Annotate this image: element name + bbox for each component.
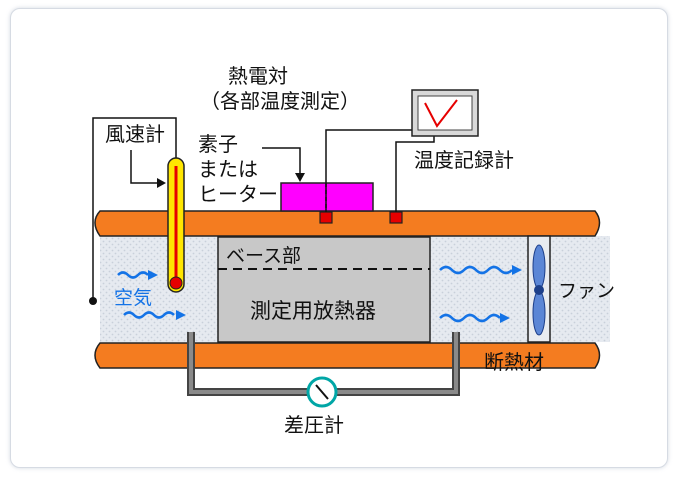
- air-flow-right: [439, 265, 513, 323]
- heater-element: [280, 182, 374, 212]
- heater-pointer: [262, 147, 301, 176]
- chart-recorder-icon: [424, 99, 458, 128]
- heater-pointer-head: [295, 173, 305, 182]
- insulation-label: 断熱材: [484, 350, 544, 374]
- thermocouple-wire-2: [395, 135, 435, 212]
- air-arrow-head-3: [512, 265, 522, 275]
- heatsink-label: 測定用放熱器: [250, 299, 376, 323]
- temperature-recorder-label: 温度記録計: [414, 148, 514, 172]
- anemometer-label: 風速計: [105, 122, 165, 146]
- air-arrow-head-2: [176, 310, 186, 320]
- element-label-line1: 素子: [198, 132, 238, 156]
- anemometer-pointer-head: [157, 178, 166, 188]
- thermocouple-label-line2: （各部温度測定）: [200, 89, 360, 113]
- air-arrow-head-1: [148, 270, 158, 280]
- duct-bottom-wall: [94, 342, 601, 369]
- recorder-screen: [417, 95, 473, 131]
- fan-icon: [532, 244, 546, 336]
- air-label: 空気: [114, 287, 152, 309]
- anemometer-bulb: [169, 276, 183, 290]
- air-flow-left: [117, 271, 175, 319]
- duct-top-wall: [94, 210, 601, 237]
- fan-label: ファン: [558, 280, 615, 302]
- element-label-line3: ヒーター: [198, 182, 278, 206]
- pressure-gauge-label: 差圧計: [284, 413, 344, 437]
- element-label-line2: または: [198, 157, 258, 181]
- air-arrow-head-4: [500, 313, 510, 323]
- sensor-2: [389, 211, 403, 224]
- anemometer-wire: [92, 117, 177, 300]
- base-label: ベース部: [226, 245, 301, 267]
- junction-dot: [89, 297, 97, 305]
- pressure-gauge-icon: [306, 376, 338, 408]
- thermocouple-label-line1: 熱電対: [228, 64, 288, 88]
- sensor-1: [319, 211, 333, 224]
- anemometer-pointer: [130, 150, 160, 184]
- measured-heatsink: [217, 236, 431, 343]
